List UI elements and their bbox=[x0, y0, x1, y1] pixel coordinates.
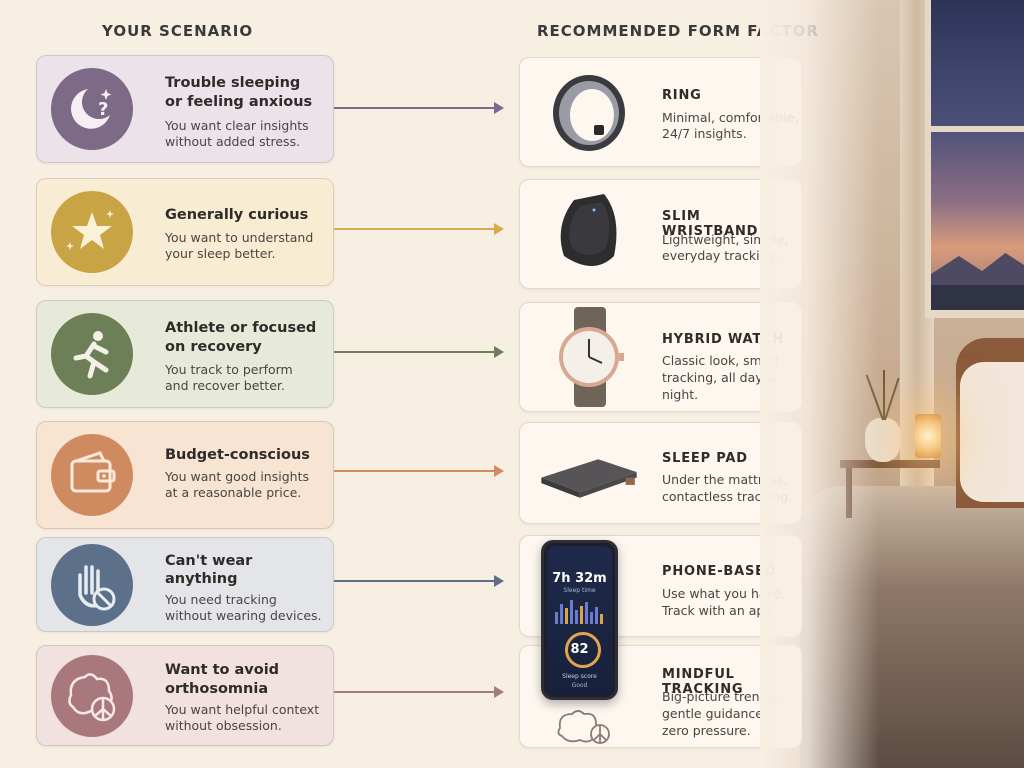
form-factor-desc-line2: Track with an app. bbox=[662, 603, 777, 618]
scenario-title: Budget-conscious bbox=[165, 447, 310, 463]
form-factor-title: PHONE-BASED bbox=[662, 564, 777, 579]
arrow bbox=[334, 575, 504, 587]
scenario-desc: You want good insights bbox=[165, 469, 309, 484]
form-factor-desc-line2: contactless tracking. bbox=[662, 489, 793, 504]
arrow bbox=[334, 346, 504, 358]
scenario-card: Want to avoid orthosomnia You want helpf… bbox=[36, 645, 334, 746]
scenario-title: Athlete or focused bbox=[165, 320, 317, 336]
scenario-desc-line2: and recover better. bbox=[165, 378, 285, 393]
phone-score-rating: Good bbox=[571, 682, 588, 689]
arrow bbox=[334, 465, 504, 477]
moon-question-icon: ? bbox=[51, 68, 133, 150]
scenario-card: ? Trouble sleeping or feeling anxious Yo… bbox=[36, 55, 334, 163]
scenario-title-line2: or feeling anxious bbox=[165, 94, 313, 110]
svg-text:?: ? bbox=[98, 99, 108, 120]
form-factor-card: SLIM WRISTBAND Lightweight, simple, ever… bbox=[519, 179, 802, 289]
scenario-desc: You want to understand bbox=[165, 230, 314, 245]
scenario-heading: YOUR SCENARIO bbox=[102, 22, 254, 40]
form-factor-desc: Under the mattress, bbox=[662, 472, 788, 487]
wristband-icon bbox=[534, 186, 644, 282]
hand-prohibited-icon bbox=[51, 543, 133, 626]
arrow bbox=[334, 686, 504, 698]
form-factor-title: MINDFUL TRACKING bbox=[662, 667, 744, 697]
wallet-icon bbox=[51, 434, 133, 516]
scenario-desc: You want clear insights bbox=[165, 118, 309, 133]
form-factor-desc: Big-picture trends, bbox=[662, 689, 778, 704]
scenario-title-line2: anything bbox=[165, 571, 238, 587]
form-factor-card: SLEEP PAD Under the mattress, contactles… bbox=[519, 422, 802, 524]
form-factor-desc-line3: zero pressure. bbox=[662, 723, 751, 738]
scenario-desc: You want helpful context bbox=[165, 702, 320, 717]
phone-score-label: Sleep score bbox=[562, 673, 597, 680]
scenario-card: Athlete or focused on recovery You track… bbox=[36, 300, 334, 408]
bedroom-scene bbox=[760, 0, 1024, 768]
form-factor-card: HYBRID WATCH Classic look, smart trackin… bbox=[519, 302, 802, 412]
phone-sleep-time: 7h 32m bbox=[552, 571, 607, 586]
scenario-desc-line2: your sleep better. bbox=[165, 246, 276, 261]
phone-icon: 7h 32m Sleep time 82 Sleep score Good bbox=[541, 540, 618, 700]
scenario-desc-line2: at a reasonable price. bbox=[165, 485, 302, 500]
scenario-card: Budget-conscious You want good insights … bbox=[36, 421, 334, 529]
runner-icon bbox=[51, 313, 133, 395]
scenario-desc: You track to perform bbox=[165, 362, 293, 377]
scenario-desc-line2: without obsession. bbox=[165, 718, 282, 733]
scenario-card: Generally curious You want to understand… bbox=[36, 178, 334, 286]
arrow bbox=[334, 102, 504, 114]
form-factor-desc-line2: 24/7 insights. bbox=[662, 126, 747, 141]
brain-peace-icon bbox=[554, 706, 614, 752]
brain-peace-icon bbox=[51, 654, 133, 737]
scenario-title-line2: on recovery bbox=[165, 339, 262, 355]
scenario-title-line2: orthosomnia bbox=[165, 681, 269, 697]
form-factor-title: SLEEP PAD bbox=[662, 451, 748, 466]
form-factor-title: SLIM WRISTBAND bbox=[662, 209, 759, 239]
phone-sleep-time-label: Sleep time bbox=[563, 587, 596, 594]
form-factor-desc: Classic look, smart bbox=[662, 353, 780, 368]
scenario-title: Trouble sleeping bbox=[165, 75, 301, 91]
form-factor-desc-line2: everyday tracking. bbox=[662, 248, 780, 263]
scenario-desc-line2: without added stress. bbox=[165, 134, 301, 149]
form-factor-heading: RECOMMENDED FORM FACTOR bbox=[537, 22, 819, 40]
form-factor-desc-line2: gentle guidance, bbox=[662, 706, 767, 721]
scenario-desc-line2: without wearing devices. bbox=[165, 608, 322, 623]
scenario-desc: You need tracking bbox=[165, 592, 277, 607]
form-factor-title: RING bbox=[662, 88, 702, 103]
form-factor-title: HYBRID WATCH bbox=[662, 332, 785, 347]
phone-sleep-score: 82 bbox=[570, 642, 589, 657]
scenario-title: Want to avoid bbox=[165, 662, 280, 678]
star-icon bbox=[51, 191, 133, 273]
sleep-pad-icon bbox=[534, 425, 644, 521]
scenario-title: Can't wear bbox=[165, 553, 253, 569]
scenario-card: Can't wear anything You need tracking wi… bbox=[36, 537, 334, 632]
scenario-title: Generally curious bbox=[165, 207, 309, 223]
form-factor-desc: Use what you have. bbox=[662, 586, 786, 601]
ring-icon bbox=[534, 64, 644, 160]
form-factor-desc-line2: tracking, all day & night. bbox=[662, 370, 777, 402]
arrow bbox=[334, 223, 504, 235]
watch-icon bbox=[534, 307, 644, 407]
form-factor-desc: Lightweight, simple, bbox=[662, 232, 789, 247]
